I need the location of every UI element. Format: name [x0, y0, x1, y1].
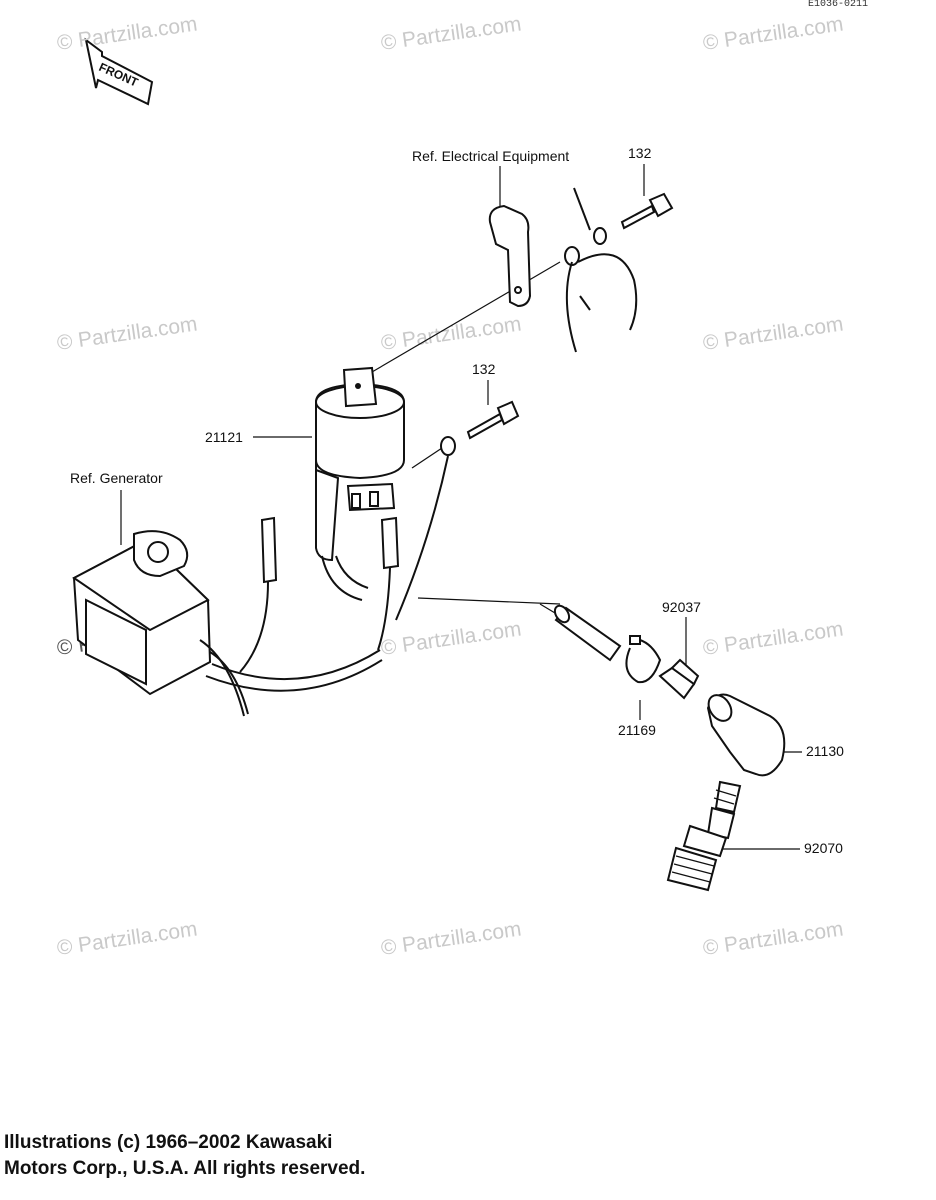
label-part-132-upper: 132 [628, 145, 652, 161]
copyright-line-2: Motors Corp., U.S.A. All rights reserved… [4, 1158, 366, 1179]
watermark-text: © Partzilla.com [701, 617, 844, 659]
mounting-bracket [488, 204, 532, 308]
generator-unit [72, 530, 383, 717]
terminal-92037 [658, 658, 700, 700]
bolt-upper [564, 187, 674, 353]
watermark-text: © Partzilla.com [701, 12, 844, 54]
leader-lines [120, 164, 802, 850]
label-part-21130: 21130 [806, 743, 844, 759]
watermark-text: © Partzilla.com [379, 312, 522, 354]
copyright-notice: Illustrations (c) 1966–2002 Kawasaki Mot… [4, 1130, 365, 1182]
watermark-text: © Partzilla.com [701, 917, 844, 959]
watermark-text: © Partzilla.com [379, 12, 522, 54]
label-part-21169: 21169 [618, 722, 656, 738]
label-ref-generator: Ref. Generator [70, 470, 163, 486]
watermark-text: © Partzilla.com [379, 917, 522, 959]
spark-plug [666, 780, 742, 892]
ignition-coil [315, 366, 405, 601]
label-part-21121: 21121 [205, 429, 243, 445]
label-part-92037: 92037 [662, 599, 701, 615]
bolt-lower [395, 400, 520, 621]
clip-21169 [625, 635, 662, 684]
label-part-92070: 92070 [804, 840, 843, 856]
watermark-text: © Partzilla.com [701, 312, 844, 354]
watermark-text: © Partzilla.com [379, 617, 522, 659]
copyright-line-1: Illustrations (c) 1966–2002 Kawasaki [4, 1132, 333, 1153]
plug-cap [706, 693, 786, 777]
diagram-ref-code: E1036-0211 [808, 0, 868, 10]
label-ref-electrical-equipment: Ref. Electrical Equipment [412, 148, 569, 164]
connectors [239, 516, 400, 673]
watermark-text: © Partzilla.com [55, 12, 198, 54]
rubber-sleeve [553, 604, 622, 662]
watermark-text: © Partzilla.com [55, 917, 198, 959]
label-part-132-lower: 132 [472, 361, 496, 377]
watermark-text: © Partzilla.com [55, 312, 198, 354]
